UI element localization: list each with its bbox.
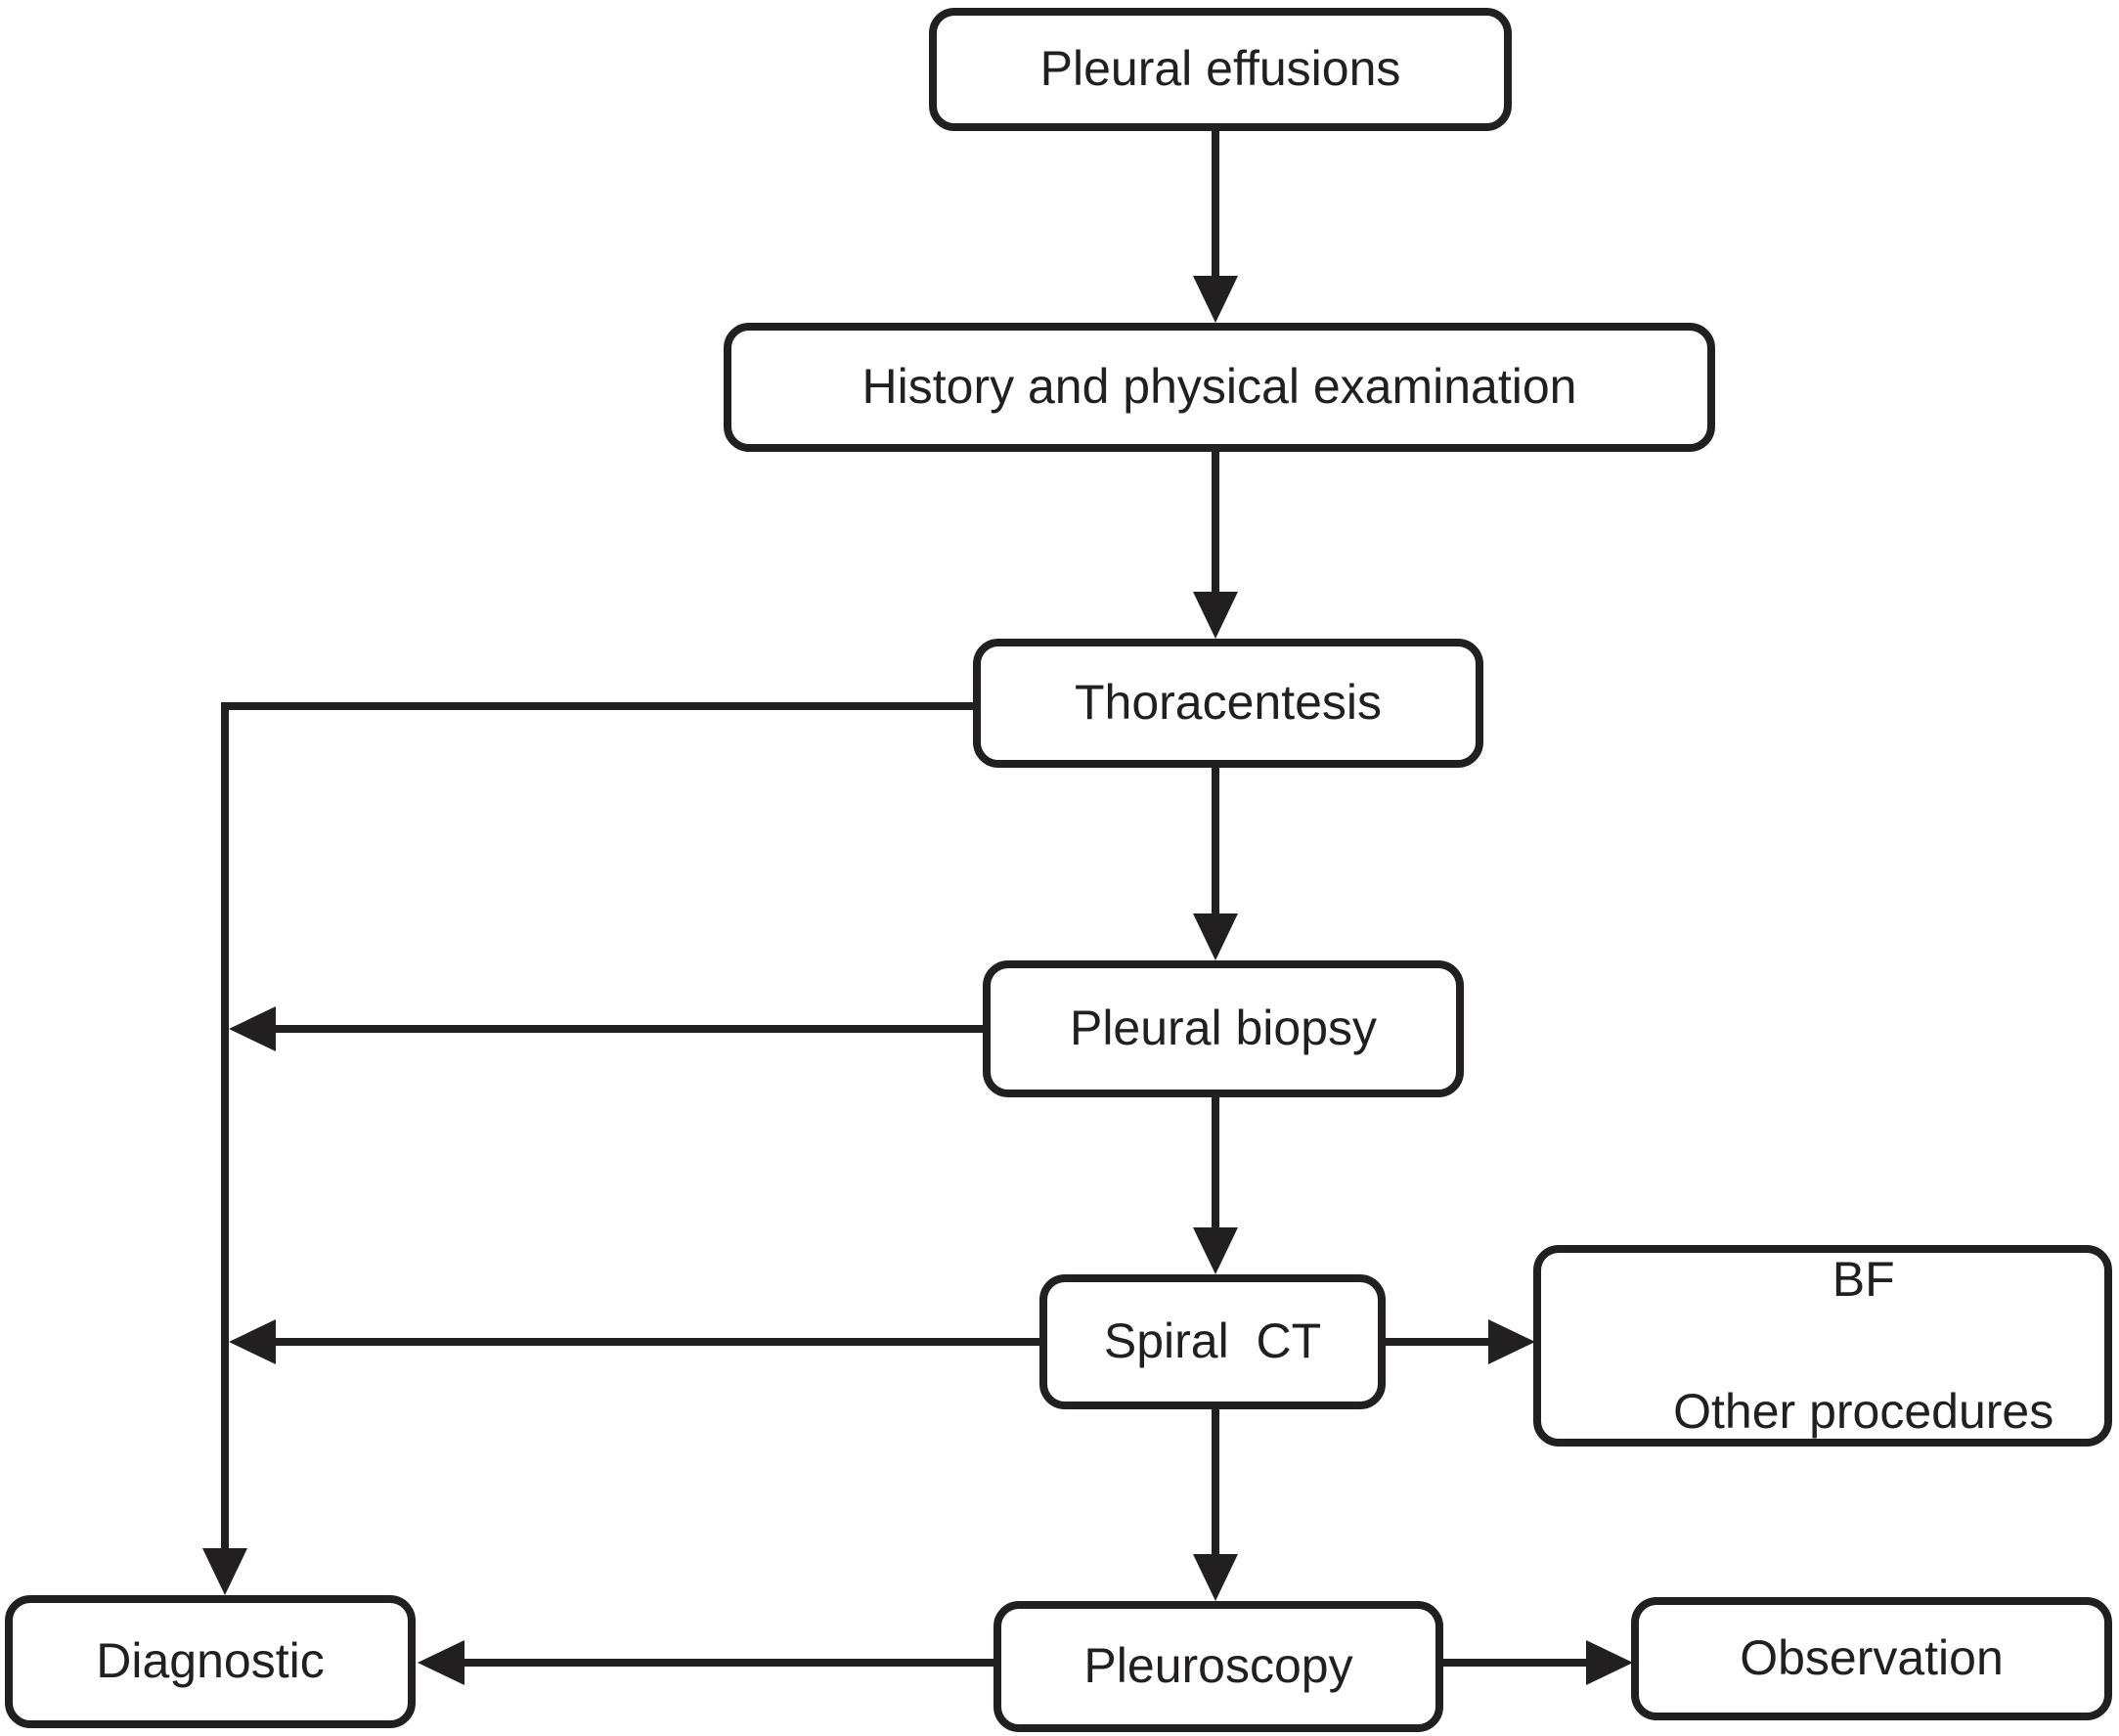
node-bf-line2: Other procedures (1673, 1383, 2054, 1439)
node-pleuroscopy: Pleuroscopy (993, 1601, 1443, 1732)
node-observation-label: Observation (1740, 1630, 2004, 1686)
connector-biopsy-rail (274, 1025, 983, 1033)
node-diagnostic: Diagnostic (5, 1595, 416, 1728)
left-rail (221, 702, 229, 1550)
connector-pleuroscopy-observation (1443, 1659, 1588, 1667)
arrowhead-left-spiralct-rail (229, 1319, 276, 1364)
arrowhead-down-spiralct (1193, 1227, 1238, 1274)
connector-spiralct-pleuroscopy (1212, 1408, 1219, 1556)
node-thoracentesis: Thoracentesis (973, 639, 1483, 768)
connector-thoracentesis-rail (221, 702, 973, 710)
connector-pleuroscopy-diagnostic (463, 1659, 993, 1667)
connector-effusions-history (1212, 131, 1219, 278)
node-pleural-effusions: Pleural effusions (929, 8, 1512, 131)
node-pleural-biopsy: Pleural biopsy (983, 960, 1464, 1097)
connector-spiralct-bf (1386, 1338, 1490, 1346)
arrowhead-down-thoracentesis (1193, 592, 1238, 639)
arrowhead-down-pleuroscopy (1193, 1554, 1238, 1601)
node-observation: Observation (1631, 1597, 2112, 1720)
arrowhead-right-observation (1586, 1640, 1633, 1685)
arrowhead-left-diagnostic (418, 1640, 464, 1685)
arrowhead-down-diagnostic (202, 1548, 247, 1595)
node-history-physical-examination: History and physical examination (724, 323, 1715, 452)
connector-history-thoracentesis (1212, 451, 1219, 594)
connector-thoracentesis-biopsy (1212, 767, 1219, 915)
connector-spiralct-rail (274, 1338, 1039, 1346)
node-thoracentesis-label: Thoracentesis (1074, 675, 1383, 731)
arrowhead-left-biopsy-rail (229, 1006, 276, 1051)
arrowhead-down-history (1193, 276, 1238, 323)
node-pleuroscopy-label: Pleuroscopy (1083, 1638, 1353, 1694)
node-spiral-ct-label: Spiral CT (1103, 1313, 1322, 1369)
node-pleural-effusions-label: Pleural effusions (1039, 41, 1401, 97)
node-bf-line1: BF (1832, 1251, 1895, 1307)
connector-biopsy-spiralct (1212, 1096, 1219, 1229)
node-bf-other-procedures: BF Other procedures (1533, 1245, 2112, 1447)
node-bf-other-procedures-label: BF Other procedures (1592, 1180, 2053, 1511)
node-diagnostic-label: Diagnostic (96, 1633, 325, 1689)
node-history-label: History and physical examination (861, 359, 1577, 415)
arrowhead-down-biopsy (1193, 913, 1238, 960)
arrowhead-right-bf (1488, 1319, 1535, 1364)
node-spiral-ct: Spiral CT (1039, 1274, 1386, 1409)
node-pleural-biopsy-label: Pleural biopsy (1069, 1001, 1378, 1056)
